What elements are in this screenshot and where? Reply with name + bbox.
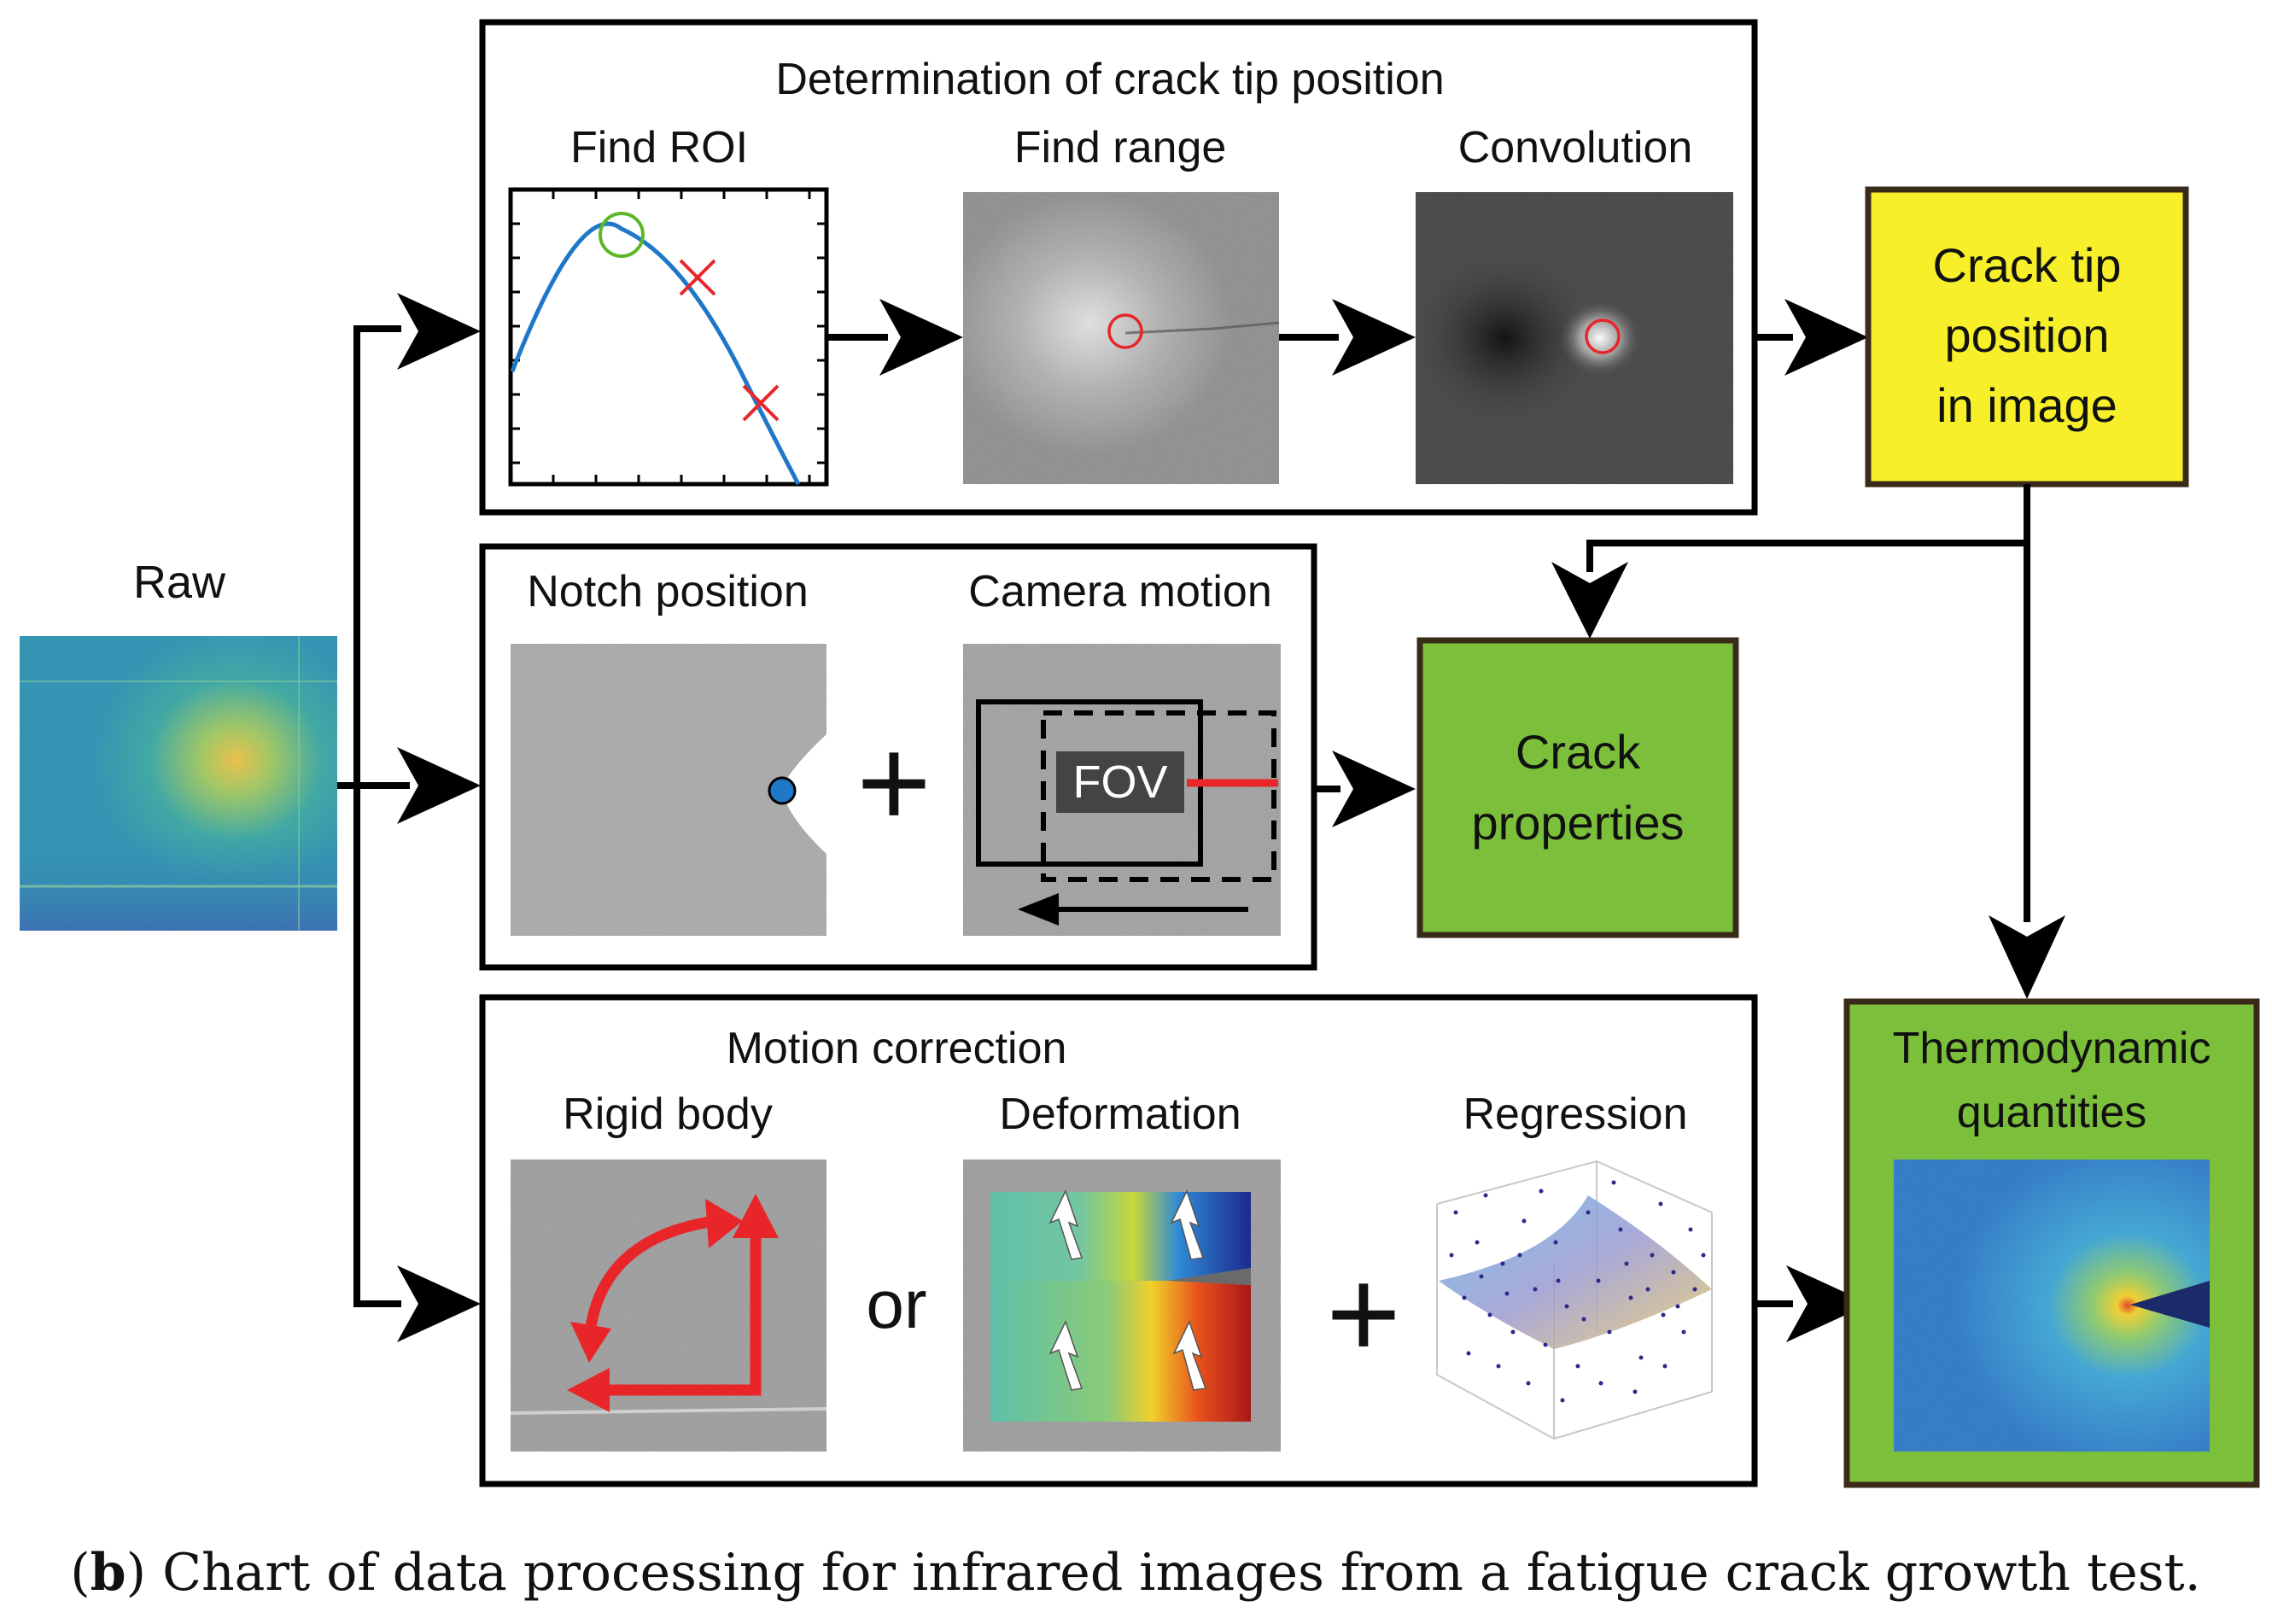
crack-tip-output-connectors bbox=[1586, 484, 2030, 922]
caption-text: ) Chart of data processing for infrared … bbox=[126, 1543, 2201, 1603]
camera-motion-arrow-head bbox=[1018, 893, 1059, 926]
deform-vector-arrow-1 bbox=[1048, 1189, 1083, 1260]
thermo-output-line-2: quantities bbox=[1957, 1088, 2147, 1137]
figure-caption: (b) Chart of data processing for infrare… bbox=[70, 1543, 2201, 1603]
range-tip-marker bbox=[1107, 313, 1143, 349]
arrow-motion-to-thermo-head bbox=[1786, 1265, 1870, 1342]
step-label-find-roi: Find ROI bbox=[570, 123, 748, 172]
arrow-to-motion-panel bbox=[397, 1265, 481, 1342]
convolution-image bbox=[1416, 192, 1733, 484]
crack-tip-panel-title: Determination of crack tip position bbox=[775, 55, 1444, 104]
deformation-image bbox=[963, 1160, 1281, 1452]
thermo-output-line-1: Thermodynamic bbox=[1893, 1024, 2211, 1073]
caption-prefix: ( bbox=[70, 1543, 90, 1603]
camera-motion-label: Camera motion bbox=[968, 567, 1271, 616]
notch-panel bbox=[479, 543, 1317, 971]
arrow-range-to-conv-head bbox=[1332, 299, 1416, 376]
rigid-body-label: Rigid body bbox=[563, 1089, 773, 1139]
crack-tip-panel bbox=[479, 19, 1758, 516]
notch-image bbox=[511, 644, 826, 936]
arrow-conv-to-output-head bbox=[1784, 299, 1868, 376]
raw-image bbox=[20, 636, 337, 931]
fov-label: FOV bbox=[1072, 757, 1167, 808]
regression-surface bbox=[1439, 1195, 1712, 1349]
raw-label: Raw bbox=[133, 557, 226, 608]
fov-frame-dashed bbox=[1041, 710, 1276, 882]
motion-panel bbox=[479, 994, 1758, 1487]
fov-label-bg bbox=[1056, 751, 1184, 813]
camera-motion-image: FOV bbox=[963, 644, 1281, 936]
regression-points bbox=[1449, 1180, 1706, 1403]
find-roi-plot bbox=[508, 187, 829, 487]
crack-tip-output-line-3: in image bbox=[1936, 378, 2117, 432]
regression-plot bbox=[1436, 1160, 1713, 1440]
deform-vector-arrow-3 bbox=[1048, 1320, 1083, 1391]
arrow-to-notch-panel bbox=[397, 747, 481, 824]
regression-label: Regression bbox=[1463, 1089, 1687, 1139]
crack-properties-line-2: properties bbox=[1471, 796, 1684, 850]
rotation-arrow bbox=[583, 1215, 716, 1341]
raw-connectors bbox=[337, 325, 410, 1307]
motion-panel-title: Motion correction bbox=[727, 1024, 1067, 1073]
step-label-find-range: Find range bbox=[1014, 123, 1227, 172]
plus-sign-notch: + bbox=[856, 710, 932, 854]
roi-curve bbox=[510, 221, 801, 486]
notch-tip-marker bbox=[768, 776, 797, 805]
deform-vector-arrow-2 bbox=[1170, 1189, 1205, 1260]
crack-tip-output-box bbox=[1865, 186, 2189, 488]
plus-sign-motion: + bbox=[1326, 1241, 1401, 1385]
or-text: or bbox=[866, 1266, 926, 1342]
roi-cross-marker-1 bbox=[679, 259, 716, 296]
conv-tip-marker bbox=[1585, 318, 1621, 354]
roi-max-marker bbox=[599, 212, 645, 258]
crack-tip-output-line-2: position bbox=[1944, 308, 2109, 362]
find-range-image bbox=[963, 192, 1280, 484]
crack-tip-output-line-1: Crack tip bbox=[1933, 238, 2122, 292]
caption-bold: b bbox=[91, 1543, 126, 1603]
thermo-image bbox=[1894, 1160, 2210, 1452]
translation-arrow-left-head bbox=[567, 1368, 610, 1412]
roi-cross-marker-2 bbox=[742, 384, 780, 422]
arrow-to-crack-properties bbox=[1551, 562, 1628, 639]
translation-arrows bbox=[603, 1230, 762, 1396]
deformation-label: Deformation bbox=[999, 1089, 1241, 1139]
notch-position-label: Notch position bbox=[527, 567, 809, 616]
rotation-arrow-head-end bbox=[705, 1199, 743, 1248]
step-label-convolution: Convolution bbox=[1458, 123, 1693, 172]
crack-properties-box bbox=[1416, 637, 1739, 938]
arrow-roi-to-range-head bbox=[879, 299, 963, 376]
rotation-arrow-head-start bbox=[570, 1322, 611, 1363]
arrow-camera-to-properties-head bbox=[1332, 751, 1416, 827]
crack-properties-line-1: Crack bbox=[1516, 725, 1641, 779]
deform-vector-arrow-4 bbox=[1172, 1320, 1207, 1391]
arrow-to-crack-tip-panel bbox=[397, 293, 481, 370]
rigid-body-image bbox=[510, 1160, 827, 1452]
arrow-to-thermo bbox=[1989, 915, 2065, 999]
translation-arrow-up-head bbox=[733, 1194, 779, 1238]
